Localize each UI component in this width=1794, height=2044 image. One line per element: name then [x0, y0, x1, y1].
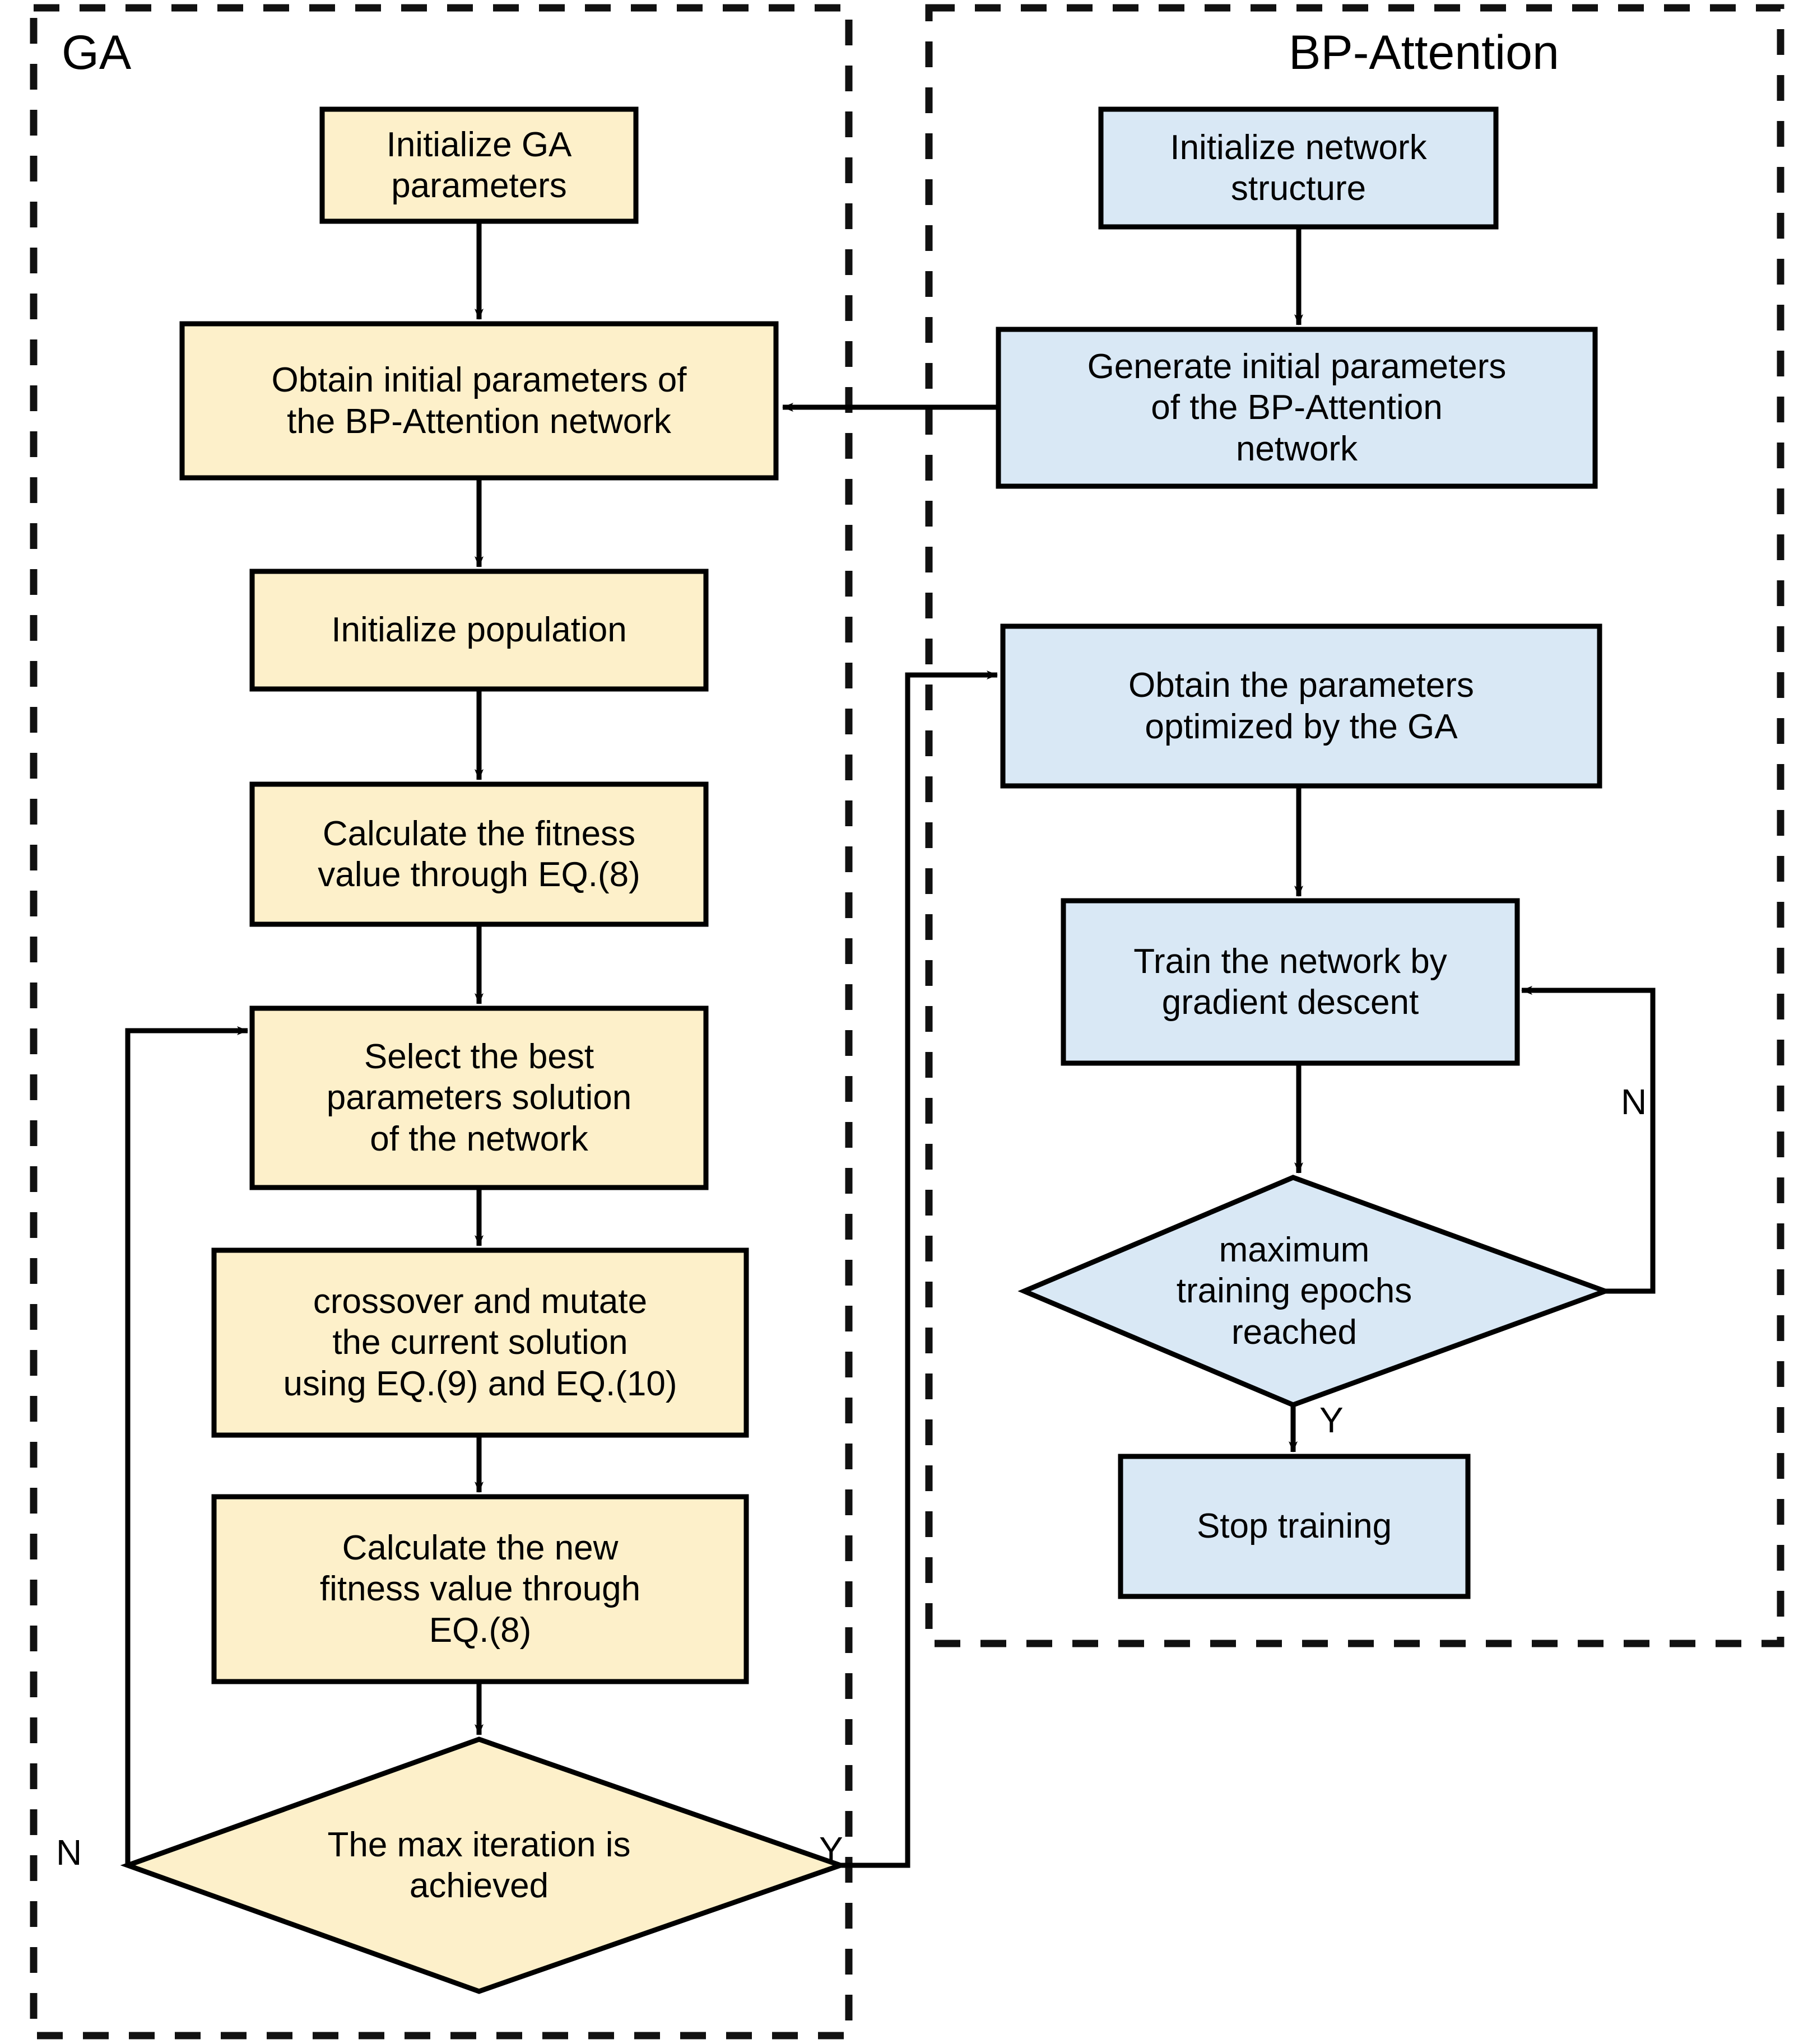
edge-ga-decision-no-loop [125, 1026, 248, 1865]
edge-label-ga-decision-yes: Y [819, 1829, 843, 1870]
node-bp-train: Train the network by gradient descent [1061, 898, 1520, 1066]
node-ga-init-label: Initialize GA parameters [386, 125, 572, 205]
node-ga-decision: The max iteration is achieved [120, 1736, 848, 1994]
node-bp-obtain-optimized: Obtain the parameters optimized by the G… [1000, 623, 1602, 789]
node-bp-train-label: Train the network by gradient descent [1133, 942, 1447, 1022]
node-ga-init: Initialize GA parameters [319, 106, 639, 224]
edge-label-ga-decision-no: N [56, 1832, 82, 1873]
node-bp-init-structure-label: Initialize network structure [1170, 128, 1427, 208]
node-ga-calc-fitness-label: Calculate the fitness value through EQ.(… [318, 814, 640, 894]
node-ga-calc-fitness: Calculate the fitness value through EQ.(… [249, 781, 709, 927]
node-bp-generate-params: Generate initial parameters of the BP-At… [996, 327, 1598, 489]
node-bp-stop-label: Stop training [1196, 1507, 1392, 1546]
node-bp-decision-label: maximum training epochs reached [1176, 1231, 1412, 1352]
node-bp-obtain-optimized-label: Obtain the parameters optimized by the G… [1128, 666, 1474, 746]
panel-title-bp-attention: BP-Attention [1289, 26, 1559, 80]
node-ga-crossover-label: crossover and mutate the current solutio… [283, 1282, 677, 1403]
node-ga-init-population-label: Initialize population [331, 611, 627, 650]
node-ga-decision-label: The max iteration is achieved [327, 1825, 631, 1905]
node-ga-obtain-params-label: Obtain initial parameters of the BP-Atte… [271, 361, 687, 441]
node-bp-init-structure: Initialize network structure [1098, 106, 1499, 230]
node-ga-calc-new-fitness: Calculate the new fitness value through … [211, 1494, 749, 1684]
node-ga-calc-new-fitness-label: Calculate the new fitness value through … [319, 1529, 641, 1650]
node-ga-crossover: crossover and mutate the current solutio… [211, 1247, 749, 1438]
node-bp-stop: Stop training [1118, 1454, 1471, 1599]
edge-ga-decision-yes-to-bp [840, 671, 998, 1868]
node-ga-init-population: Initialize population [249, 569, 709, 692]
node-bp-decision: maximum training epochs reached [1017, 1175, 1613, 1408]
node-bp-generate-params-label: Generate initial parameters of the BP-At… [1087, 347, 1507, 468]
node-ga-select-best-label: Select the best parameters solution of t… [326, 1037, 632, 1158]
edge-bp-decision-no-loop [1521, 986, 1656, 1294]
edge-label-bp-decision-yes: Y [1319, 1400, 1344, 1440]
node-ga-select-best: Select the best parameters solution of t… [249, 1005, 709, 1190]
node-ga-obtain-params: Obtain initial parameters of the BP-Atte… [179, 321, 779, 481]
edge-label-bp-decision-no: N [1621, 1082, 1647, 1122]
panel-title-ga: GA [62, 26, 132, 80]
panel-bp-border [925, 4, 1784, 1647]
